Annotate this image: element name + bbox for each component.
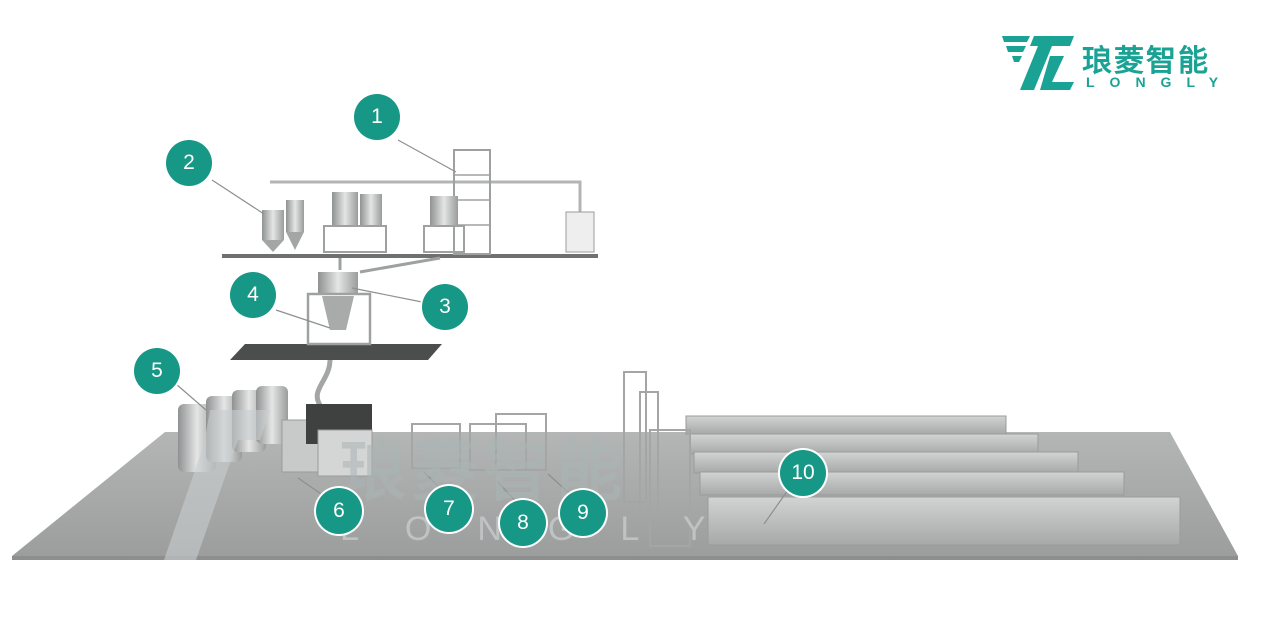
callout-2: 2 <box>166 140 212 186</box>
callout-9: 9 <box>560 490 606 536</box>
callout-6: 6 <box>316 488 362 534</box>
brand-name-cn: 琅菱智能 <box>1082 44 1210 79</box>
callout-8: 8 <box>500 500 546 546</box>
upper-platform <box>222 149 598 258</box>
callout-7: 7 <box>426 486 472 532</box>
callout-10: 10 <box>780 450 826 496</box>
middle-platform <box>230 256 442 407</box>
callout-3: 3 <box>422 284 468 330</box>
brand-name-en: LONGLY <box>1086 74 1234 90</box>
leader-lines <box>175 139 789 525</box>
process-machines <box>281 371 691 547</box>
brand-logo-mark <box>1002 36 1074 90</box>
callout-5: 5 <box>134 348 180 394</box>
brand-logo: 琅菱智能 LONGLY <box>1000 30 1240 94</box>
callout-4: 4 <box>230 272 276 318</box>
callout-1: 1 <box>354 94 400 140</box>
